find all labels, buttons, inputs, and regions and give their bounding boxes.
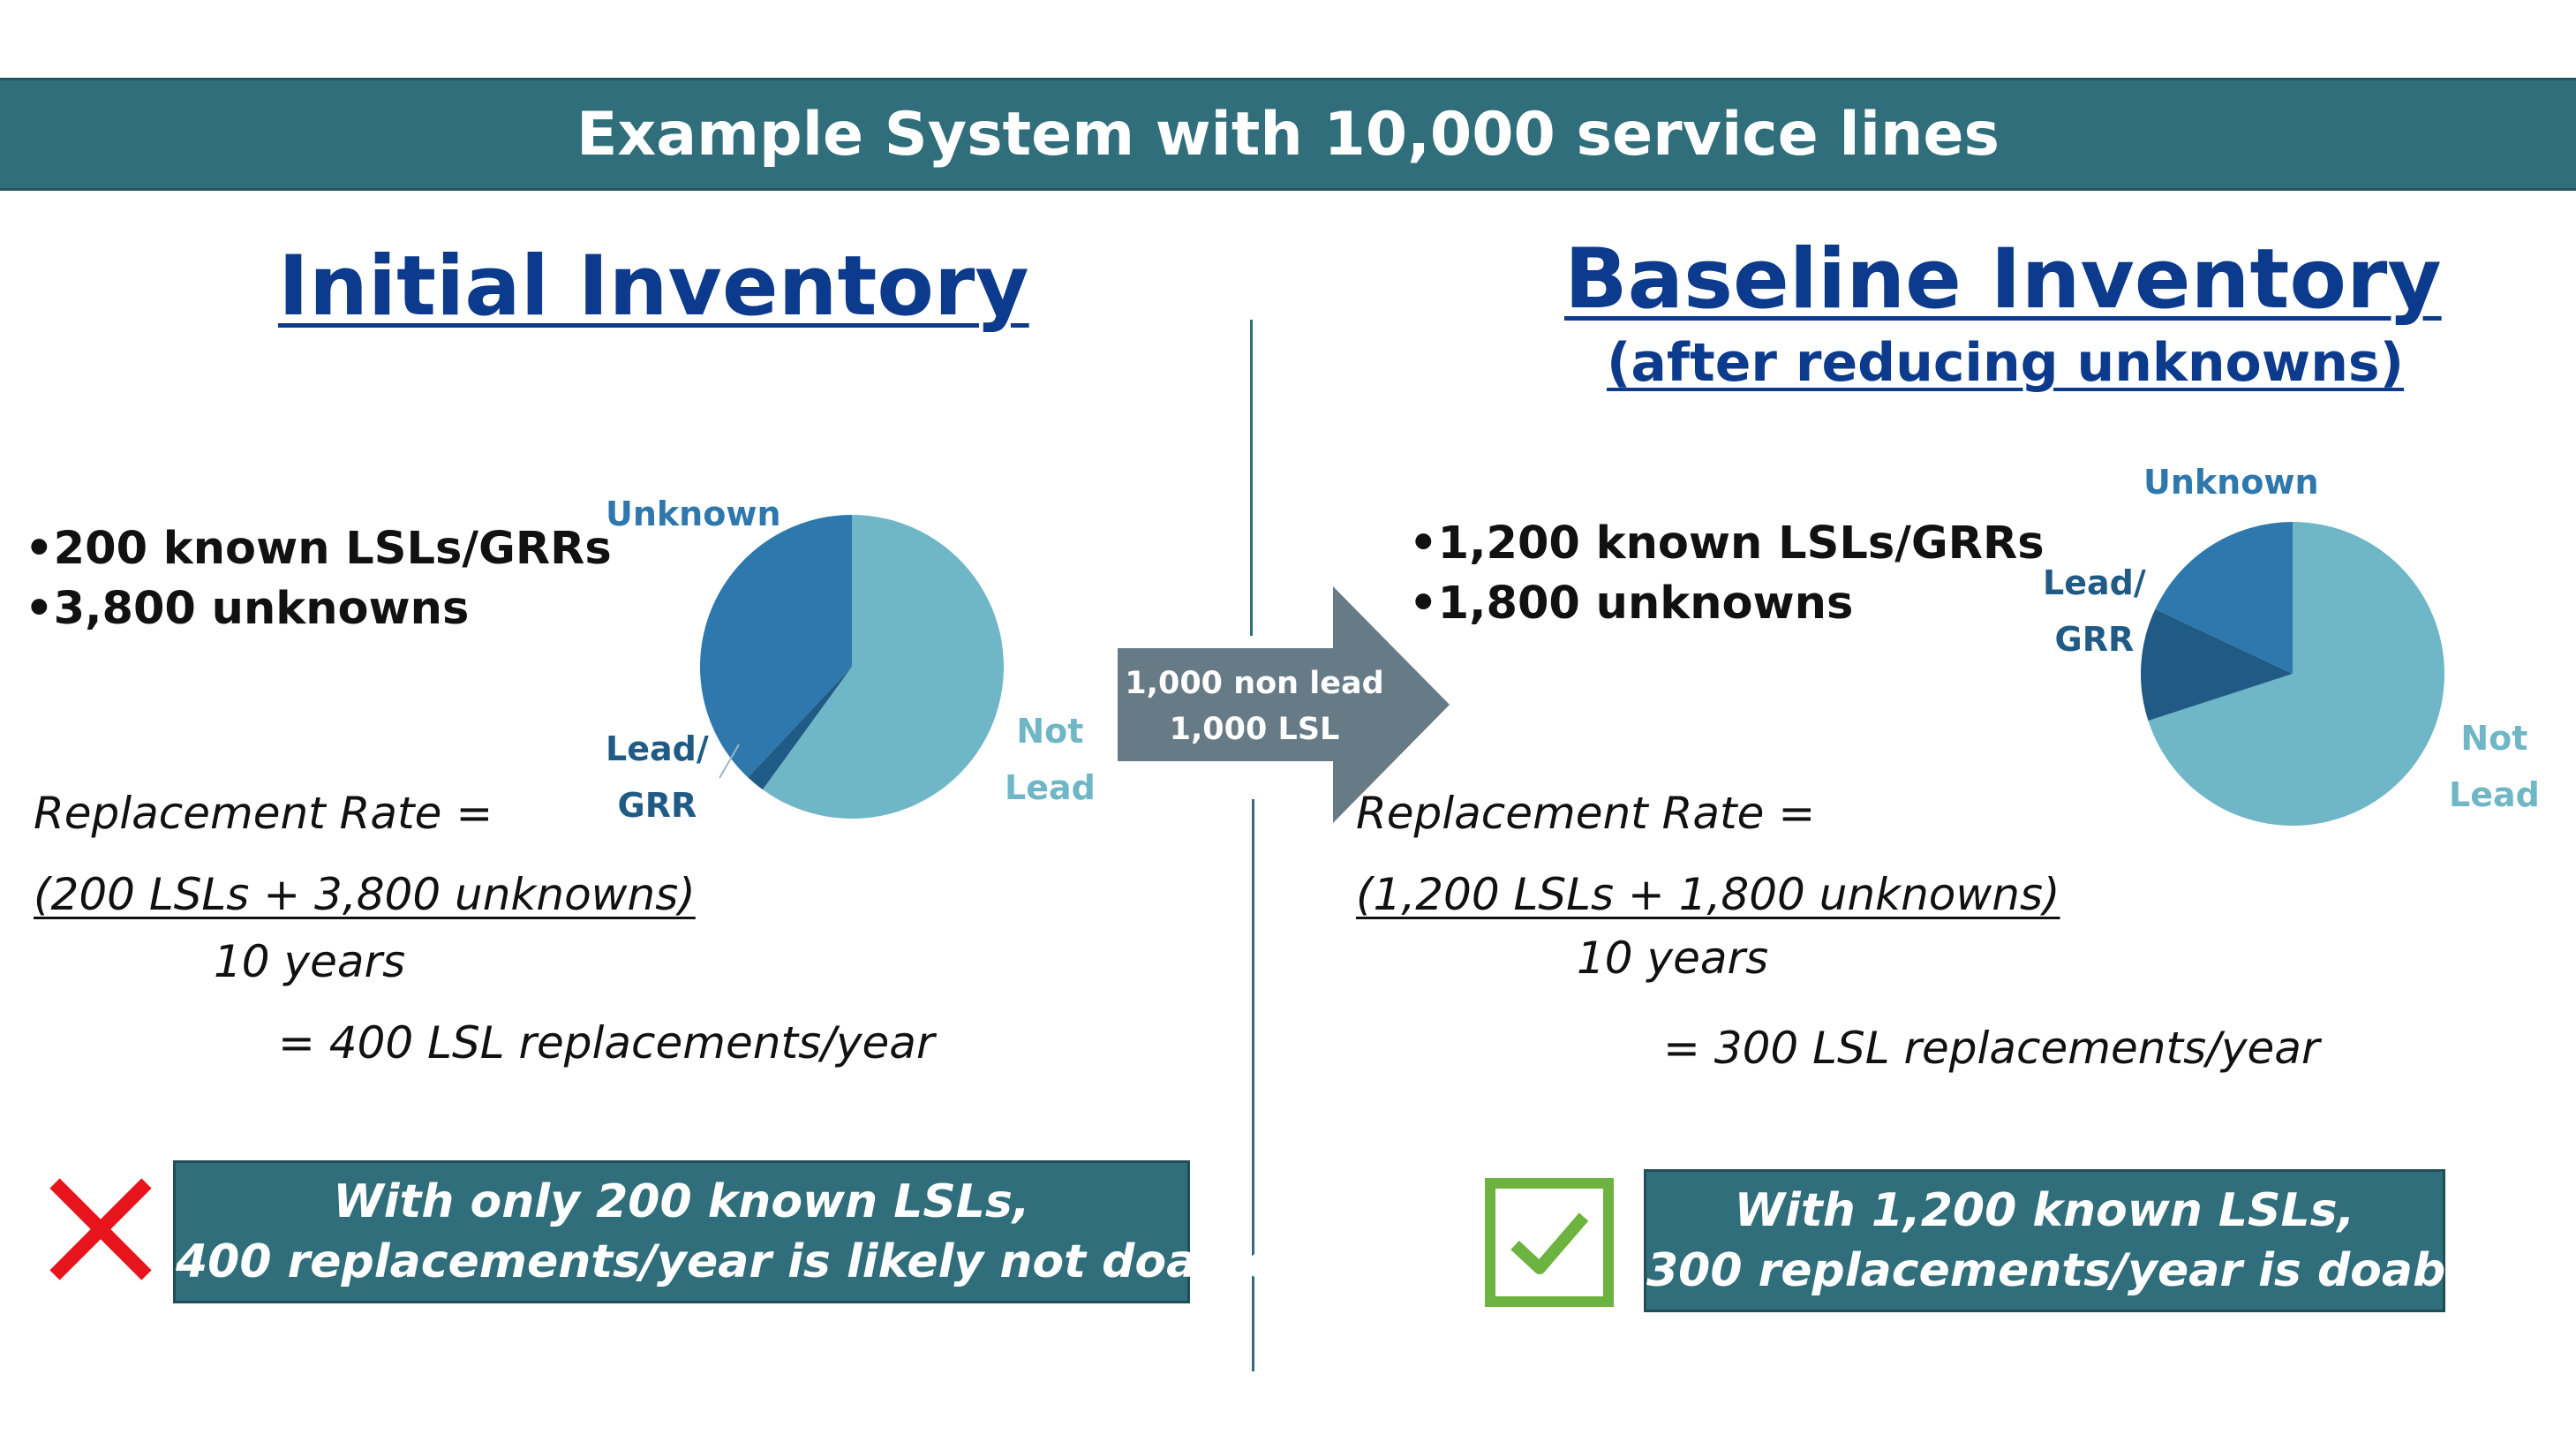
cross-icon xyxy=(49,1178,152,1280)
right-formula-result: = 300 LSL replacements/year xyxy=(1663,1023,2320,1074)
left-pie-label-unknown: Unknown xyxy=(606,495,781,533)
right-callout-line1: With 1,200 known LSLs, xyxy=(1734,1184,2355,1237)
arrow-label-line1: 1,000 non lead xyxy=(1125,666,1384,701)
left-bullet-unknowns: •3,800 unknowns xyxy=(25,583,470,635)
left-bullet-known: •200 known LSLs/GRRs xyxy=(25,523,612,575)
right-bullet-known: •1,200 known LSLs/GRRs xyxy=(1409,517,2045,570)
right-pie-label-unknown: Unknown xyxy=(2143,463,2319,502)
right-pie-slice-not-lead xyxy=(2148,522,2444,826)
initial-inventory-heading: Initial Inventory xyxy=(278,238,1029,335)
right-pie-label-notlead-line2: Lead xyxy=(2449,775,2540,814)
right-pie-slice-lead-grr xyxy=(2141,608,2293,721)
right-formula-denominator: 10 years xyxy=(1577,933,1769,984)
arrow-label-line2: 1,000 LSL xyxy=(1169,712,1340,747)
center-divider-bottom xyxy=(1252,799,1254,1371)
left-pie-label-notlead: Not Lead xyxy=(1005,703,1096,816)
left-callout: With only 200 known LSLs, 400 replacemen… xyxy=(173,1160,1277,1303)
left-pie-slice-lead-grr xyxy=(748,667,852,790)
left-pie-chart xyxy=(700,515,1004,819)
right-pie-label-notlead: Not Lead xyxy=(2449,710,2540,823)
right-pie-label-lead: Lead/ GRR xyxy=(2043,555,2146,668)
left-pie-label-lead-line2: GRR xyxy=(617,786,697,825)
left-formula-numerator: (200 LSLs + 3,800 unknowns) xyxy=(34,869,696,920)
left-lead-leader-line xyxy=(719,744,740,779)
arrow-icon xyxy=(1118,586,1450,823)
right-pie-label-lead-line1: Lead/ xyxy=(2043,563,2146,602)
left-formula-denominator: 10 years xyxy=(214,936,406,987)
left-pie-slice-not-lead xyxy=(762,515,1004,819)
left-bullets: •200 known LSLs/GRRs •3,800 unknowns xyxy=(25,519,612,639)
left-pie-label-notlead-line2: Lead xyxy=(1005,768,1096,807)
left-pie-label-lead: Lead/ GRR xyxy=(606,721,709,834)
right-callout-line2: 300 replacements/year is doable xyxy=(1646,1244,2493,1297)
right-formula-label: Replacement Rate = xyxy=(1356,788,1816,839)
left-formula-label: Replacement Rate = xyxy=(34,788,493,839)
title-banner: Example System with 10,000 service lines xyxy=(0,78,2576,191)
left-formula-result: = 400 LSL replacements/year xyxy=(278,1017,935,1069)
checkmark-icon xyxy=(1485,1178,1614,1307)
right-pie-label-lead-line2: GRR xyxy=(2054,620,2135,659)
banner-title: Example System with 10,000 service lines xyxy=(576,99,2000,170)
right-formula-numerator: (1,200 LSLs + 1,800 unknowns) xyxy=(1356,869,2060,920)
left-pie-label-lead-line1: Lead/ xyxy=(606,729,709,768)
right-callout: With 1,200 known LSLs, 300 replacements/… xyxy=(1644,1169,2493,1312)
left-callout-line2: 400 replacements/year is likely not doab… xyxy=(176,1235,1277,1288)
right-pie-slice-unknown xyxy=(2155,522,2293,674)
right-bullets: •1,200 known LSLs/GRRs •1,800 unknowns xyxy=(1409,514,2045,634)
right-pie-chart xyxy=(2141,522,2444,826)
baseline-inventory-heading: Baseline Inventory xyxy=(1564,231,2442,328)
left-pie-slice-unknown xyxy=(700,515,852,778)
right-bullet-unknowns: •1,800 unknowns xyxy=(1409,578,1854,630)
center-divider-top xyxy=(1250,320,1253,636)
right-pie-label-notlead-line1: Not xyxy=(2460,719,2528,758)
baseline-inventory-subheading: (after reducing unknowns) xyxy=(1607,332,2405,394)
left-callout-line1: With only 200 known LSLs, xyxy=(333,1175,1030,1228)
left-pie-label-notlead-line1: Not xyxy=(1016,712,1084,751)
arrow-label: 1,000 non lead 1,000 LSL xyxy=(1118,661,1391,752)
